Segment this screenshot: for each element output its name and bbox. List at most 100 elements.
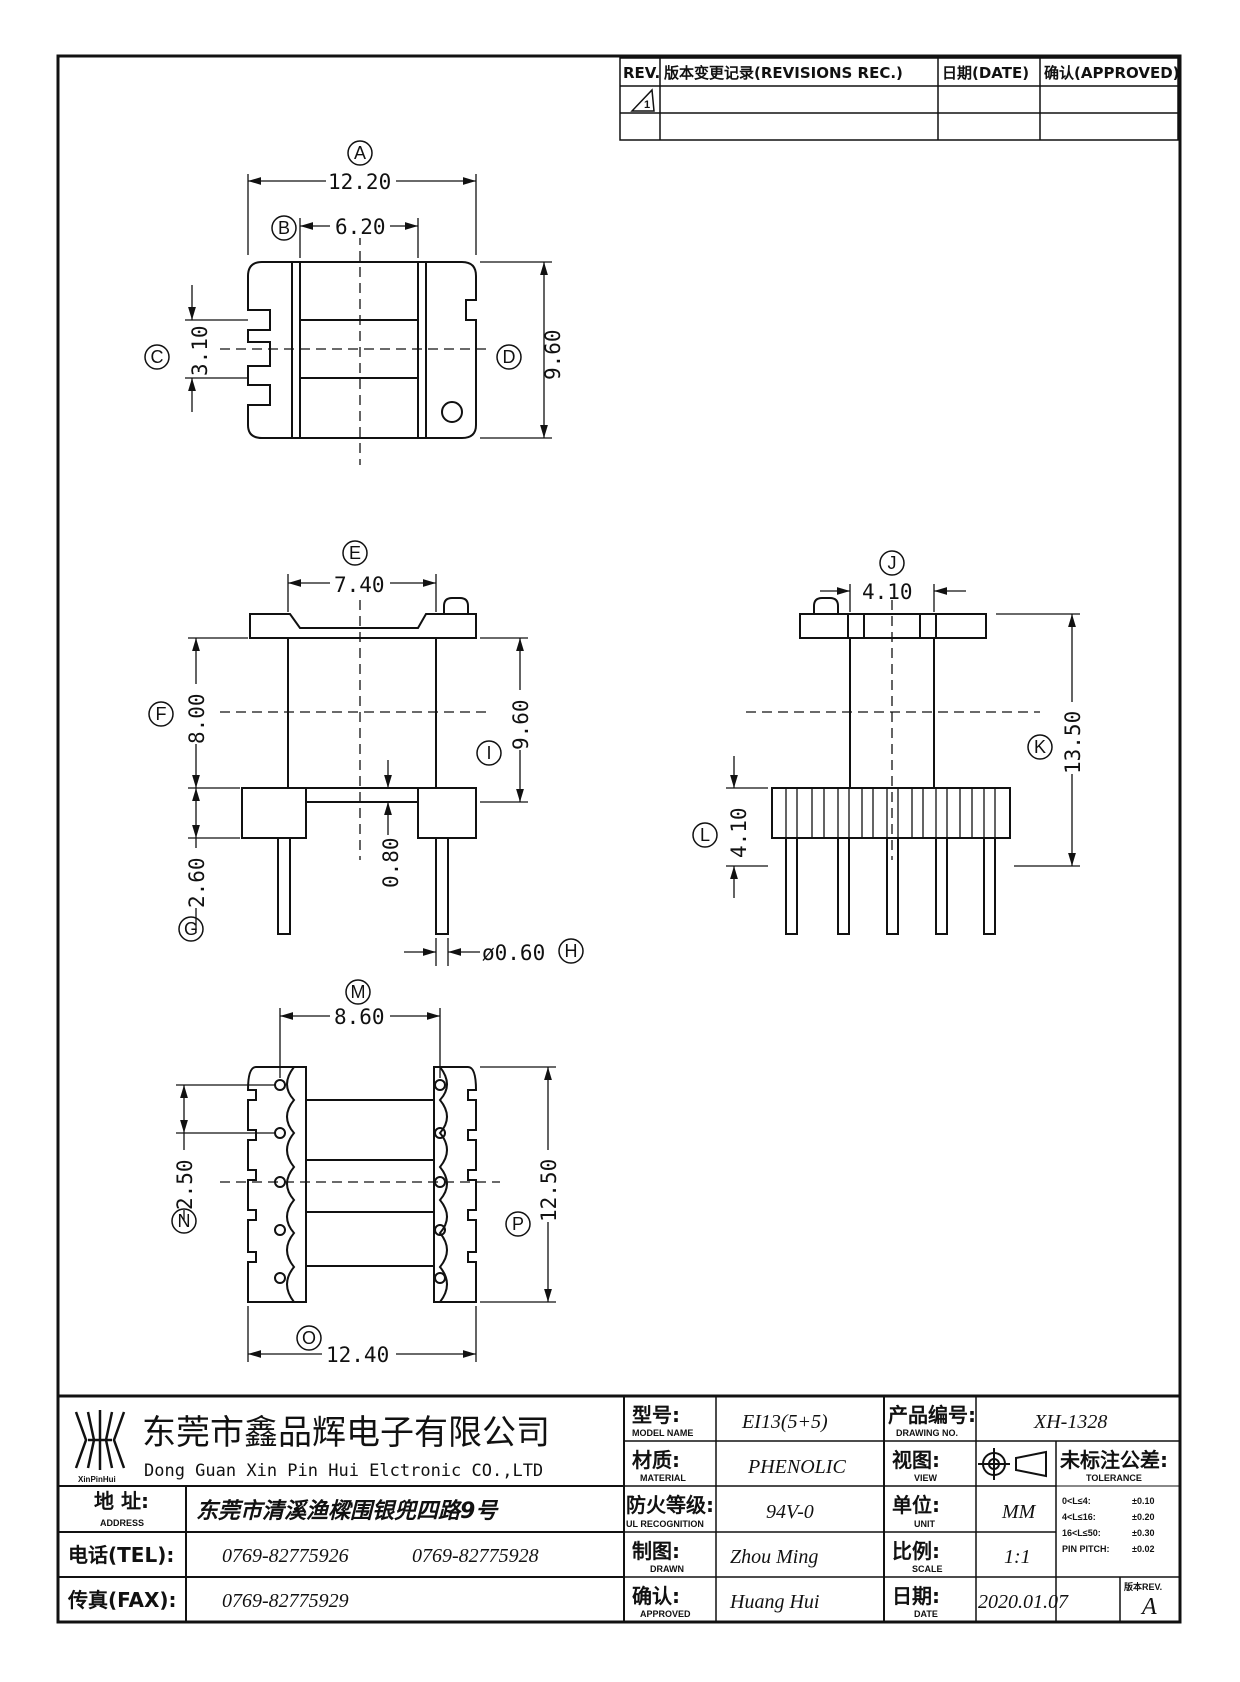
- tolerance-label-en: TOLERANCE: [1086, 1473, 1142, 1483]
- company-name-en: Dong Guan Xin Pin Hui Elctronic CO.,LTD: [144, 1461, 543, 1481]
- model-label: 型号:: [632, 1403, 680, 1427]
- material-value: PHENOLIC: [747, 1456, 846, 1478]
- projection-symbol-icon: [978, 1448, 1047, 1480]
- tel-label: 电话(TEL):: [68, 1543, 174, 1567]
- material-label-en: MATERIAL: [640, 1473, 686, 1483]
- svg-text:M: M: [351, 982, 366, 1002]
- view-label: 视图:: [892, 1448, 940, 1472]
- side-view-centerlines: [746, 600, 1040, 860]
- callout-k: K: [1027, 734, 1053, 760]
- fire-rating-label-en: UL RECOGNITION: [626, 1519, 704, 1529]
- side-view-dimensions: [726, 584, 1080, 898]
- fire-rating-label: 防火等级:: [626, 1493, 714, 1517]
- revision-record-header: 版本变更记录(REVISIONS REC.): [664, 64, 903, 82]
- callout-m: M: [345, 979, 371, 1005]
- tolerance-range-4: PIN PITCH:: [1062, 1544, 1110, 1554]
- callout-p: P: [505, 1211, 531, 1237]
- unit-label: 单位:: [892, 1493, 940, 1517]
- unit-label-en: UNIT: [914, 1519, 935, 1529]
- company-logo-icon: [74, 1410, 126, 1470]
- callout-h: H: [558, 938, 584, 964]
- dim-b-value: 6.20: [335, 215, 386, 239]
- svg-text:H: H: [565, 941, 578, 961]
- callout-g: G: [178, 916, 204, 942]
- svg-text:1: 1: [644, 99, 650, 111]
- callout-i: I: [476, 740, 502, 766]
- side-view: [771, 597, 1011, 935]
- dim-a-value: 12.20: [328, 170, 391, 194]
- date-label-en: DATE: [914, 1609, 938, 1619]
- tel-value-2: 0769-82775928: [412, 1545, 539, 1567]
- svg-text:J: J: [888, 553, 897, 573]
- drawn-value: Zhou Ming: [730, 1546, 818, 1568]
- tolerance-value-4: ±0.02: [1132, 1544, 1154, 1554]
- address-label-en: ADDRESS: [100, 1518, 144, 1528]
- svg-text:F: F: [156, 704, 167, 724]
- svg-text:B: B: [278, 218, 290, 238]
- title-block-grid: [56, 1394, 1182, 1624]
- svg-text:D: D: [503, 347, 516, 367]
- revision-date-header: 日期(DATE): [942, 64, 1029, 82]
- drawing-no-label: 产品编号:: [888, 1403, 976, 1427]
- callout-a: A: [347, 140, 373, 166]
- dim-k-value: 13.50: [1061, 711, 1085, 774]
- callout-o: O: [296, 1325, 322, 1351]
- tolerance-value-3: ±0.30: [1132, 1528, 1154, 1538]
- sheet-border: [56, 54, 1182, 1624]
- side-view-slots: [785, 788, 996, 838]
- svg-text:I: I: [486, 743, 491, 763]
- scale-label: 比例:: [892, 1539, 940, 1563]
- svg-text:K: K: [1034, 737, 1046, 757]
- front-view-centerlines: [220, 600, 490, 860]
- date-label: 日期:: [892, 1584, 940, 1608]
- fax-value: 0769-82775929: [222, 1590, 349, 1612]
- callout-d: D: [496, 344, 522, 370]
- tolerance-value-1: ±0.10: [1132, 1496, 1154, 1506]
- svg-text:L: L: [700, 825, 710, 845]
- revision-approved-header: 确认(APPROVED): [1044, 64, 1180, 82]
- dim-slot-value: 0.80: [379, 837, 403, 888]
- model-value: EI13(5+5): [741, 1411, 828, 1433]
- tolerance-label: 未标注公差:: [1060, 1448, 1168, 1472]
- company-name-cn: 东莞市鑫品辉电子有限公司: [142, 1413, 550, 1453]
- dim-i-value: 9.60: [509, 699, 533, 750]
- svg-text:G: G: [184, 919, 198, 939]
- approved-label: 确认:: [632, 1584, 680, 1608]
- dim-h-value: ø0.60: [482, 941, 545, 965]
- fax-label: 传真(FAX):: [67, 1588, 177, 1612]
- svg-text:A: A: [354, 143, 366, 163]
- svg-text:C: C: [151, 347, 164, 367]
- bottom-view: [246, 1066, 478, 1303]
- model-label-en: MODEL NAME: [632, 1428, 693, 1438]
- scale-label-en: SCALE: [912, 1564, 943, 1574]
- scale-value: 1:1: [1004, 1546, 1031, 1568]
- view-label-en: VIEW: [914, 1473, 938, 1483]
- top-view-centerlines: [220, 235, 490, 465]
- callout-j: J: [879, 550, 905, 576]
- svg-text:N: N: [178, 1211, 191, 1231]
- callout-n: N: [171, 1208, 197, 1234]
- dim-g-value: 2.60: [185, 857, 209, 908]
- logo-text: XinPinHui: [78, 1475, 116, 1484]
- address-label: 地 址:: [94, 1489, 149, 1513]
- callout-b: B: [271, 215, 297, 241]
- approved-value: Huang Hui: [729, 1591, 819, 1613]
- dim-f-value: 8.00: [185, 693, 209, 744]
- svg-text:P: P: [512, 1214, 524, 1234]
- revision-table: [619, 57, 1179, 141]
- tel-value-1: 0769-82775926: [222, 1545, 349, 1567]
- tolerance-range-1: 0<L≤4:: [1062, 1496, 1091, 1506]
- dim-j-value: 4.10: [862, 580, 913, 604]
- bottom-view-dimensions: [176, 1008, 556, 1362]
- dim-n-value: 2.50: [173, 1159, 197, 1210]
- callout-f: F: [148, 701, 174, 727]
- unit-value: MM: [1001, 1501, 1037, 1523]
- top-view-dimensions: [185, 174, 552, 439]
- dim-e-value: 7.40: [334, 573, 385, 597]
- tolerance-range-2: 4<L≤16:: [1062, 1512, 1096, 1522]
- dim-m-value: 8.60: [334, 1005, 385, 1029]
- callout-e: E: [342, 540, 368, 566]
- drawn-label: 制图:: [632, 1539, 680, 1563]
- address-value: 东莞市清溪渔樑围银兜四路9号: [196, 1498, 499, 1524]
